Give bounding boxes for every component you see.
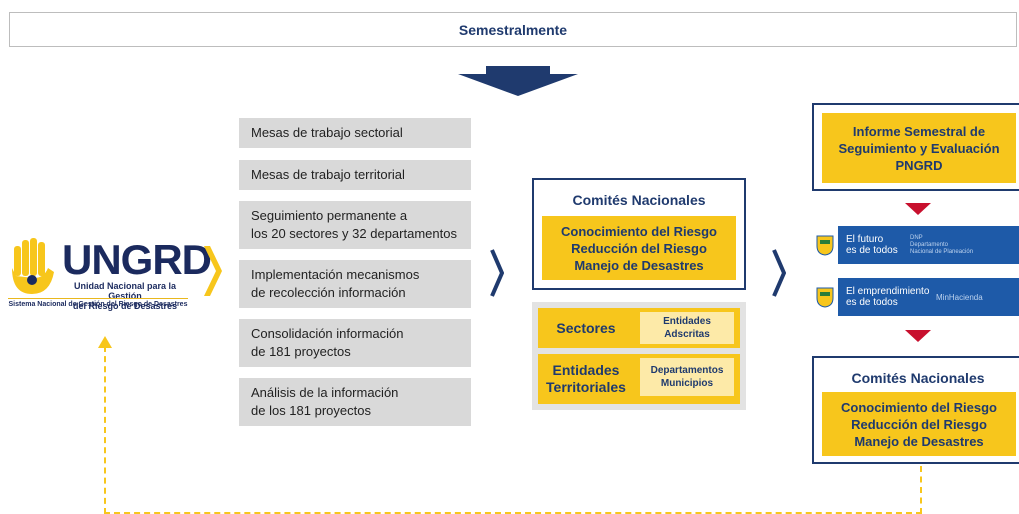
- chevron-right-navy-icon: [490, 249, 504, 297]
- feedback-loop-left-segment: [104, 346, 106, 514]
- logo-divider: [8, 298, 188, 299]
- feedback-loop-right-segment: [920, 466, 922, 514]
- colombia-shield-icon: [812, 226, 838, 264]
- committees-list: Conocimiento del Riesgo Reducción del Ri…: [542, 216, 736, 280]
- down-triangle-red-icon: [905, 203, 931, 215]
- step-analysis: Análisis de la información de los 181 pr…: [239, 378, 471, 426]
- report-panel: Informe Semestral de Seguimiento y Evalu…: [812, 103, 1019, 191]
- committees-title: Comités Nacionales: [572, 192, 706, 208]
- down-triangle-red-icon: [905, 330, 931, 342]
- step-sectoral-tables: Mesas de trabajo sectorial: [239, 118, 471, 148]
- territoriales-label: Entidades Territoriales: [546, 362, 626, 395]
- minhacienda-entity: MinHacienda: [936, 292, 983, 302]
- down-arrow-icon: [458, 66, 578, 96]
- dnp-entity: DNP Departamento Nacional de Planeación: [910, 234, 974, 255]
- territoriales-value: Departamentos Municipios: [640, 358, 734, 396]
- logo-acronym: UNGRD: [62, 236, 212, 283]
- chevron-right-navy-icon: [772, 249, 786, 297]
- committees-right-list: Conocimiento del Riesgo Reducción del Ri…: [822, 392, 1016, 456]
- national-committees-panel-right: Comités Nacionales Conocimiento del Ries…: [812, 356, 1019, 464]
- feedback-loop-bottom-segment: [104, 512, 922, 514]
- frequency-banner: Semestralmente: [9, 12, 1017, 47]
- dnp-slogan: El futuro es de todos: [846, 234, 898, 256]
- entities-panel: Sectores Entidades Adscritas Entidades T…: [532, 302, 746, 410]
- step-territorial-tables: Mesas de trabajo territorial: [239, 160, 471, 190]
- step-consolidation: Consolidación información de 181 proyect…: [239, 319, 471, 367]
- logo-name: Unidad Nacional para la Gestión del Ries…: [72, 281, 178, 311]
- logo-system-name: Sistema Nacional de Gestión del Riesgo d…: [8, 301, 188, 308]
- chevron-right-yellow-icon: [204, 246, 222, 296]
- step-collection-mechanisms: Implementación mecanismos de recolección…: [239, 260, 471, 308]
- up-arrowhead-icon: [98, 336, 112, 348]
- sectores-label: Sectores: [556, 319, 616, 336]
- sectores-value: Entidades Adscritas: [640, 312, 734, 344]
- step-permanent-tracking: Seguimiento permanente a los 20 sectores…: [239, 201, 471, 249]
- dnp-banner: El futuro es de todos DNP Departamento N…: [812, 226, 1019, 264]
- committees-right-title: Comités Nacionales: [851, 370, 985, 386]
- ungrd-hand-logo-icon: [12, 238, 54, 294]
- minhacienda-slogan: El emprendimiento es de todos: [846, 286, 930, 308]
- national-committees-panel: Comités Nacionales Conocimiento del Ries…: [532, 178, 746, 290]
- frequency-label: Semestralmente: [458, 21, 568, 38]
- semestral-report: Informe Semestral de Seguimiento y Evalu…: [822, 113, 1016, 183]
- minhacienda-banner: El emprendimiento es de todos MinHaciend…: [812, 278, 1019, 316]
- colombia-shield-icon: [812, 278, 838, 316]
